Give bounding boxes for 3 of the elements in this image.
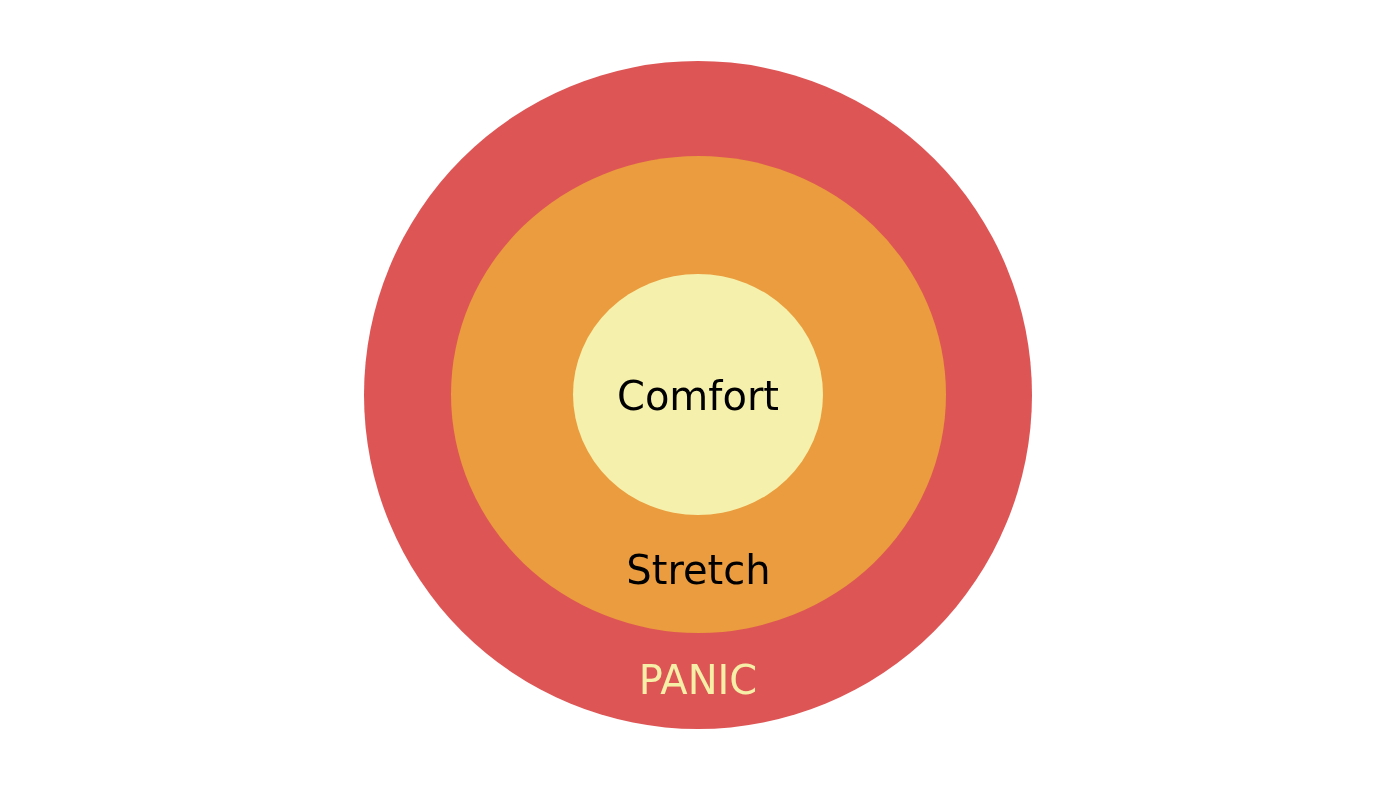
zone-label: PANIC (637, 656, 759, 704)
zone-label: Stretch (625, 546, 772, 594)
zone-label: Comfort (615, 372, 781, 420)
